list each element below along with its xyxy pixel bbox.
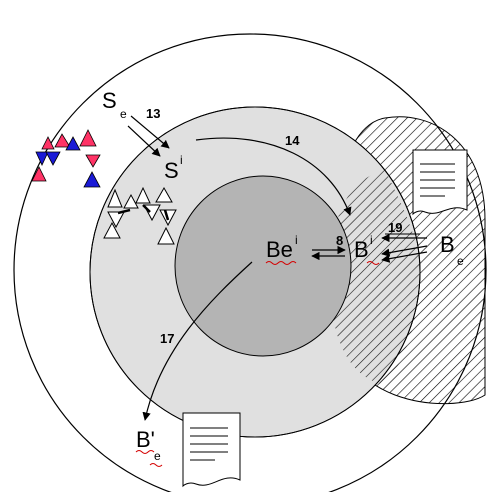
label-be-sub: e xyxy=(457,254,464,268)
arrow-number-19: 19 xyxy=(388,220,402,235)
arrow-14 xyxy=(195,137,352,216)
label-bi-sup: i xyxy=(370,233,373,247)
label-bpe: B' xyxy=(136,427,155,452)
label-be: B xyxy=(440,232,455,257)
label-bpe-sub: e xyxy=(154,449,161,463)
arrow-number-14: 14 xyxy=(285,133,300,148)
arrow-19c xyxy=(381,251,428,263)
label-bei: Be xyxy=(266,237,293,262)
arrows xyxy=(127,115,428,421)
document-icon xyxy=(182,412,241,488)
label-bi: B xyxy=(354,237,369,262)
arrow-19b xyxy=(381,245,428,257)
inner-circle xyxy=(174,175,352,357)
arrow-13b xyxy=(127,125,161,157)
label-se: S xyxy=(102,88,117,113)
label-si: S xyxy=(164,158,179,183)
arrow-17 xyxy=(142,261,253,421)
label-si-sup: i xyxy=(180,153,183,167)
label-se-sub: e xyxy=(120,107,127,121)
outer-circle xyxy=(13,33,487,492)
arrow-number-13: 13 xyxy=(146,106,160,121)
arrow-number-8: 8 xyxy=(336,233,343,248)
document-icon xyxy=(412,149,468,216)
arrow-number-17: 17 xyxy=(160,331,174,346)
label-bei-sup: i xyxy=(295,233,298,247)
triangle-chain-icon xyxy=(103,186,177,245)
hatched-overlap xyxy=(330,170,420,385)
arrow-13a xyxy=(130,115,170,149)
triangle-chain-icon xyxy=(31,129,101,188)
